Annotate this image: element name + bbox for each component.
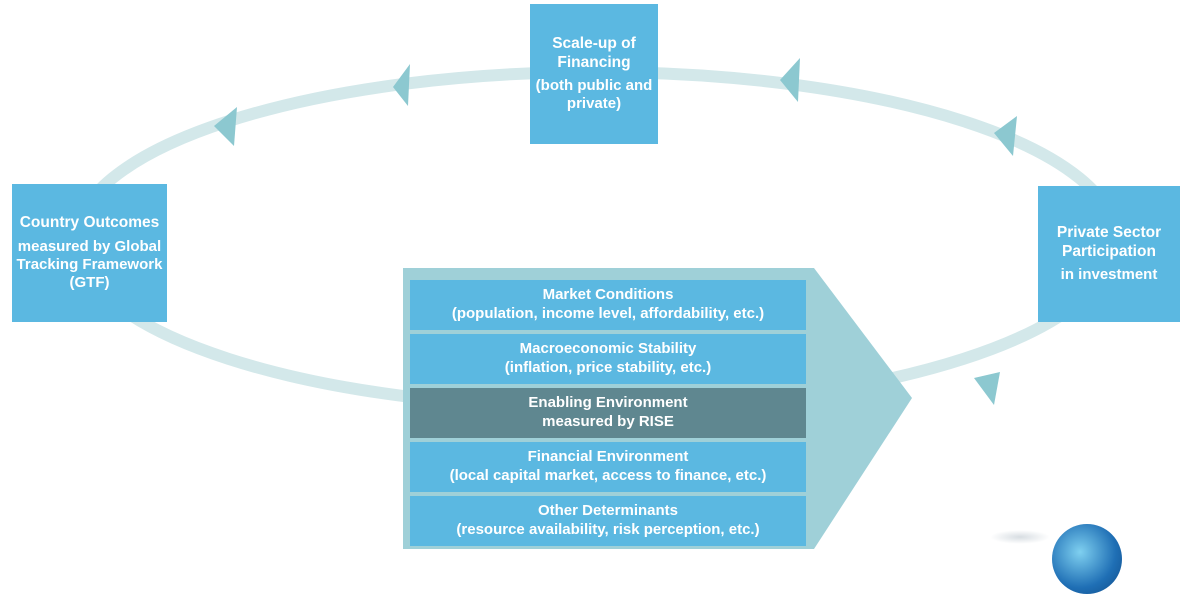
arrowhead-icon [780,58,800,102]
country-outcomes-box: Country Outcomes measured by Global Trac… [12,184,167,322]
determinant-subtitle: (resource availability, risk perception,… [456,521,760,538]
determinant-subtitle: (inflation, price stability, etc.) [504,359,712,376]
determinant-subtitle: measured by RISE [542,413,674,430]
determinant-subtitle: (local capital market, access to finance… [449,467,767,484]
globe-icon [1052,524,1122,594]
arrowhead-icon [393,64,410,106]
determinant-title: Other Determinants [537,502,679,520]
arrowhead-icon [214,107,237,146]
financing-subtitle: (both public and private) [535,77,653,113]
determinant-title: Financial Environment [527,448,689,466]
determinant-financial-environment: Financial Environment (local capital mar… [410,442,806,492]
scale-up-financing-box: Scale-up of Financing (both public and p… [530,4,658,144]
determinant-other: Other Determinants (resource availabilit… [410,496,806,546]
determinant-subtitle: (population, income level, affordability… [451,305,765,322]
determinant-market-conditions: Market Conditions (population, income le… [410,280,806,330]
private-subtitle: in investment [1060,266,1158,284]
private-sector-box: Private Sector Participation in investme… [1038,186,1180,322]
determinant-enabling-environment: Enabling Environment measured by RISE [410,388,806,438]
financing-title: Scale-up of Financing [552,34,636,71]
outcomes-title: Country Outcomes [19,214,160,232]
determinant-title: Macroeconomic Stability [519,340,697,358]
outcomes-subtitle: measured by Global Tracking Framework (G… [16,237,163,291]
determinant-macroeconomic-stability: Macroeconomic Stability (inflation, pric… [410,334,806,384]
arrowhead-icon [974,372,1000,405]
private-title: Private Sector Participation [1056,223,1162,260]
arrowhead-icon [994,116,1017,156]
determinant-title: Market Conditions [542,286,674,304]
globe-shadow [990,530,1050,544]
determinant-title: Enabling Environment [528,394,688,412]
